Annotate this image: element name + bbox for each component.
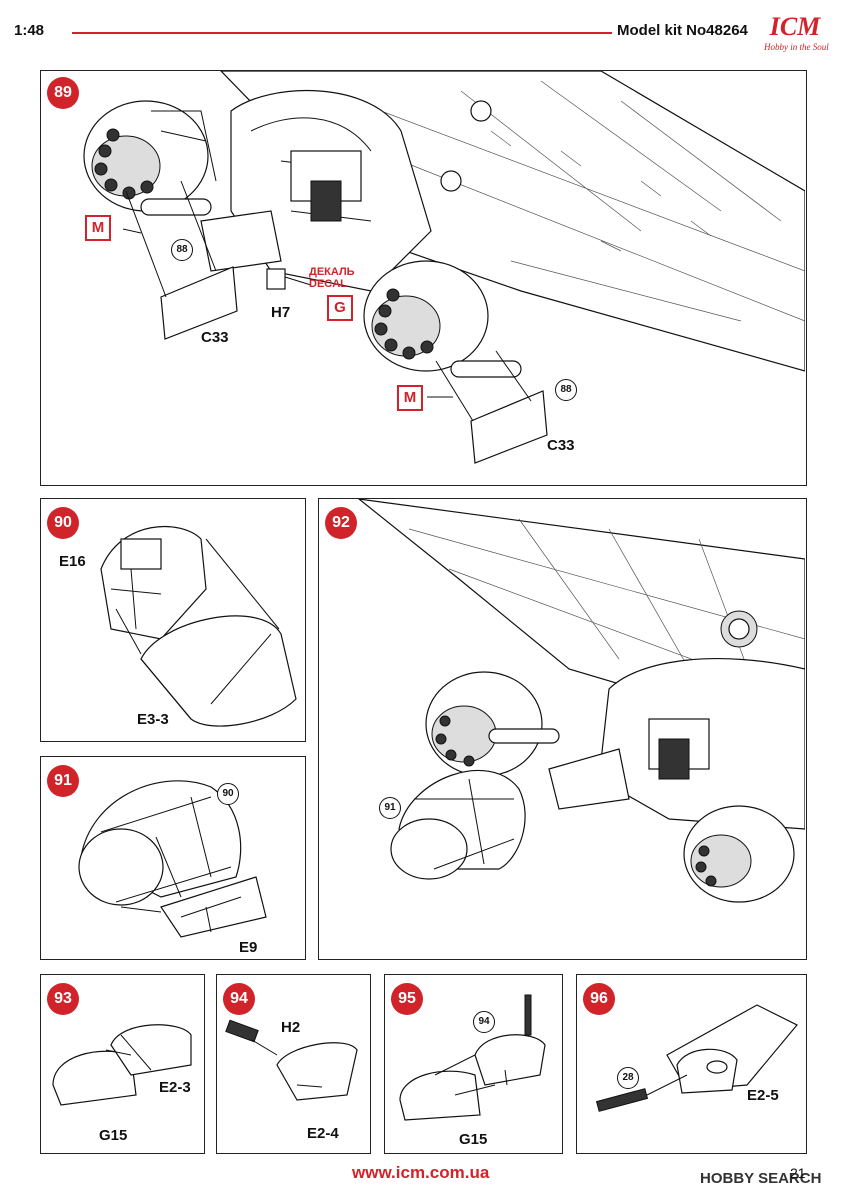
decal-en: DECAL (309, 278, 347, 290)
step-96-number: 96 (583, 983, 615, 1015)
step-90-illustration (100, 525, 297, 727)
step-90-panel: 90 E16 E3-3 (40, 498, 306, 742)
step-92-panel: 92 91 (318, 498, 807, 960)
kit-number: Model kit No48264 (617, 22, 748, 39)
step-92-illustration (358, 499, 805, 903)
logo-tagline: Hobby in the Soul (764, 42, 829, 52)
ref-step-90: 90 (217, 783, 239, 805)
ref-step-88: 88 (171, 239, 193, 261)
part-label-c33: C33 (201, 329, 229, 346)
paint-marker-m: M (85, 215, 111, 241)
step-89-panel: 89 M 88 C33 H7 ДЕКАЛЬ DECAL G M 88 C33 (40, 70, 807, 486)
part-label-c33: C33 (547, 437, 575, 454)
ref-step-94: 94 (473, 1011, 495, 1033)
step-89-number: 89 (47, 77, 79, 109)
ref-step-28: 28 (617, 1067, 639, 1089)
step-96-panel: 96 28 E2-5 (576, 974, 807, 1154)
step-91-number: 91 (47, 765, 79, 797)
website-link[interactable]: www.icm.com.ua (352, 1163, 490, 1182)
part-label-e9: E9 (239, 939, 258, 956)
part-label-e16: E16 (59, 553, 86, 570)
step-91-illustration (78, 780, 267, 938)
ref-step-88: 88 (555, 379, 577, 401)
step-91-panel: 91 90 E9 (40, 756, 306, 960)
decal-marker-g: G (327, 295, 353, 321)
step-89-illustration (83, 71, 805, 464)
part-label-g15: G15 (99, 1127, 128, 1144)
step-94-illustration (225, 1019, 358, 1101)
part-label-h2: H2 (281, 1019, 301, 1036)
step-95-panel: 95 94 G15 (384, 974, 563, 1154)
step-96-illustration (595, 1004, 798, 1112)
step-93-panel: 93 E2-3 G15 (40, 974, 205, 1154)
step-95-number: 95 (391, 983, 423, 1015)
part-label-e2-3: E2-3 (159, 1079, 191, 1096)
step-93-number: 93 (47, 983, 79, 1015)
decal-ru: ДЕКАЛЬ (309, 266, 355, 278)
part-label-h7: H7 (271, 304, 291, 321)
step-95-illustration (399, 994, 546, 1121)
step-93-illustration (52, 1024, 192, 1106)
header-rule (72, 32, 612, 34)
paint-marker-m: M (397, 385, 423, 411)
step-92-number: 92 (325, 507, 357, 539)
step-94-number: 94 (223, 983, 255, 1015)
step-94-panel: 94 H2 E2-4 (216, 974, 371, 1154)
part-label-g15: G15 (459, 1131, 488, 1148)
step-90-number: 90 (47, 507, 79, 539)
decal-label: ДЕКАЛЬ DECAL (309, 266, 355, 290)
ref-step-91: 91 (379, 797, 401, 819)
part-label-e2-4: E2-4 (307, 1125, 339, 1142)
logo-brand: ICM (769, 12, 821, 41)
part-label-e3-3: E3-3 (137, 711, 169, 728)
page-number: 21 (790, 1165, 806, 1181)
icm-logo: ICM Hobby in the Soul (752, 12, 838, 56)
watermark: HOBBY SEARCH (700, 1170, 822, 1187)
scale-label: 1:48 (14, 22, 45, 39)
part-label-e2-5: E2-5 (747, 1087, 779, 1104)
